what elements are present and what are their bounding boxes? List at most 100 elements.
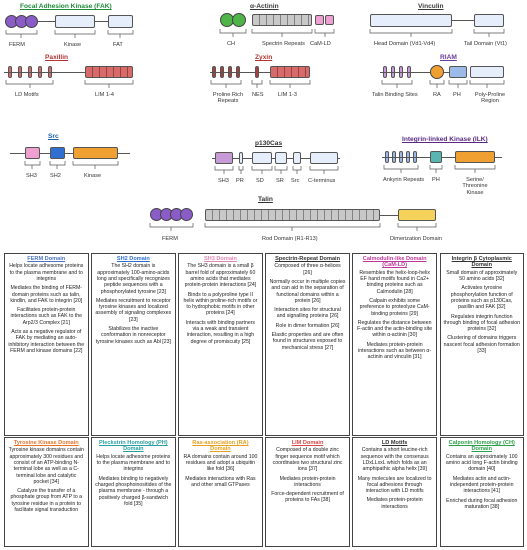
zyxin-linker: [210, 72, 270, 73]
p130cas-label-sh3: SH3: [218, 178, 229, 184]
domain-box-paragraph: Elastic properties and are often found i…: [271, 332, 344, 351]
riam-label-ph: PH: [453, 92, 461, 98]
domain-box-paragraph: Acts as a negative regulator of FAK by m…: [8, 329, 85, 354]
p130cas-sd: [252, 152, 272, 164]
src-linker: [10, 153, 130, 154]
actinin-brackets: [219, 29, 335, 37]
actinin-camld-2: [325, 15, 334, 25]
domain-box-title: LD Motifs: [381, 440, 408, 446]
zyxin-title: Zyxin: [255, 54, 273, 61]
domain-box-paragraph: Normally occur in multiple copies and ca…: [269, 279, 346, 304]
fak-brackets: [5, 30, 134, 38]
domain-box-title: Tyrosine Kinase Domain: [13, 440, 79, 446]
vinculin-linker: [452, 20, 474, 21]
domain-box-paragraph: Mediates actin and actin-independent pro…: [450, 475, 514, 495]
domain-box-paragraph: Tyrosine kinase domains contain approxim…: [8, 447, 84, 485]
ilk-linker: [382, 157, 502, 158]
domain-box: Calmodulin-like Domain (CaM-LD)Resembles…: [352, 253, 437, 436]
talin-label-ferm: FERM: [162, 236, 178, 242]
domain-box-paragraph: Many molecules are localized to focal ad…: [357, 475, 432, 495]
domain-box-paragraph: The SH2 domain is approximately 100-amin…: [96, 263, 170, 295]
zyxin-label-nes: NES: [252, 92, 264, 98]
p130cas-cterm: [310, 152, 338, 164]
domain-box-body: Small domain of approximately 50 amino a…: [444, 270, 521, 355]
ilk-label-kinase: Serine/ Threonine Kinase: [462, 177, 488, 196]
fak-ferm-lobe-3: [25, 15, 38, 28]
vinculin-tail: [474, 14, 504, 27]
riam-label-tbs: Talin Binding Sites: [372, 92, 418, 98]
domain-box-title: Pleckstrin Homology (PH) Domain: [98, 440, 168, 453]
alpha-actinin-title: α-Actinin: [250, 3, 279, 10]
domain-box-paragraph: Mediates binding to negatively charged p…: [95, 475, 172, 507]
domain-box-title: Spectrin-Repeat Domain: [275, 256, 341, 262]
domain-box-paragraph: Contains an approximately 100 amino acid…: [445, 453, 518, 473]
domain-box-body: RA domains contain around 100 residues a…: [182, 454, 259, 488]
domain-box-paragraph: Force-dependent recruitment of proteins …: [271, 491, 344, 504]
domain-box-body: Helps locate adhesome proteins to the pl…: [8, 263, 85, 354]
domain-box-title: Calmodulin-like Domain (CaM-LD): [362, 256, 427, 269]
talin-brackets: [149, 223, 437, 231]
riam-poly-proline: [470, 66, 504, 78]
talin-title: Talin: [258, 196, 273, 203]
ilk-kinase: [455, 151, 495, 163]
talin-label-dimer: Dimerization Domain: [390, 236, 442, 242]
domain-box-paragraph: Mediates recruitment to receptor tyrosin…: [95, 297, 172, 323]
domain-box-paragraph: Regulates the distance between F-actin a…: [357, 319, 433, 339]
actinin-label-spectrin: Spectrin Repeats: [262, 41, 305, 47]
domain-box-title: LIM Domain: [291, 440, 324, 446]
fak-title: Focal Adhesion Kinase (FAK): [20, 3, 112, 10]
domain-box-body: Composed of three α-helices [26]Normally…: [269, 263, 346, 351]
domain-box-paragraph: Small domain of approximately 50 amino a…: [446, 269, 518, 283]
talin-dimerization: [398, 209, 436, 221]
actinin-ch-2: [232, 13, 246, 27]
paxillin-brackets: [5, 80, 134, 88]
domain-box-body: Contains an approximately 100 amino acid…: [444, 454, 521, 510]
fak-label-fat: FAT: [113, 42, 123, 48]
domain-box-paragraph: Activates tyrosine phosphorylation funct…: [450, 285, 513, 311]
src-title: Src: [48, 133, 59, 140]
src-brackets: [24, 161, 119, 169]
ilk-title: Integrin-linked Kinase (ILK): [402, 136, 488, 143]
domain-box-body: Composed of a double zinc finger sequenc…: [269, 447, 346, 503]
domain-box-paragraph: Stabilizes the inactive conformation in …: [95, 326, 171, 345]
ilk-label-ankyrin: Ankyrin Repeats: [383, 177, 425, 183]
domain-box-paragraph: Calpain exhibits some preference to prot…: [359, 298, 430, 317]
talin-label-rod: Rod Domain (R1-R13): [262, 236, 318, 242]
domain-box-paragraph: Helps locate adhesome proteins to the pl…: [96, 453, 171, 473]
ilk-label-ph: PH: [432, 177, 440, 183]
zyxin-label-proline: Proline Rich Repeats: [212, 92, 244, 105]
p130cas-sr: [275, 152, 287, 164]
domain-box-body: Helps locate adhesome proteins to the pl…: [95, 454, 172, 507]
domain-box-body: The SH3 domain is a small β barrel fold …: [182, 263, 259, 345]
domain-box-paragraph: Helps locate adhesome proteins to the pl…: [9, 263, 84, 282]
fak-linker-2: [95, 21, 108, 22]
domain-box-title: Integrin β Cytoplasmic Domain: [451, 256, 512, 269]
domain-box-paragraph: RA domains contain around 100 residues a…: [183, 453, 258, 473]
riam-label-ra: RA: [433, 92, 441, 98]
p130cas-label-sr: SR: [276, 178, 284, 184]
ilk-brackets: [383, 165, 496, 173]
fak-label-ferm: FERM: [9, 42, 25, 48]
domain-box-paragraph: Composed of a double zinc finger sequenc…: [272, 447, 343, 473]
vinculin-title: Vinculin: [418, 3, 444, 10]
domain-box-title: FERM Domain: [27, 256, 66, 262]
domain-box-title: Ras-association (RA) Domain: [192, 440, 249, 453]
domain-box-paragraph: Contains a short leucine-rich sequence w…: [360, 447, 429, 473]
actinin-label-ch: CH: [227, 41, 236, 47]
paxillin-linker: [4, 72, 86, 73]
actinin-label-camld: CaM-LD: [310, 41, 331, 47]
p130cas-label-cterm: C-terminus: [308, 178, 336, 184]
src-label-kinase: Kinase: [84, 173, 102, 179]
talin-ferm-4: [180, 208, 193, 221]
zyxin-lim: [270, 66, 310, 78]
src-label-sh3: SH3: [26, 173, 37, 179]
domain-box-paragraph: Resembles the helix-loop-helix EF hand m…: [359, 269, 430, 295]
p130cas-label-src: Src: [291, 178, 300, 184]
